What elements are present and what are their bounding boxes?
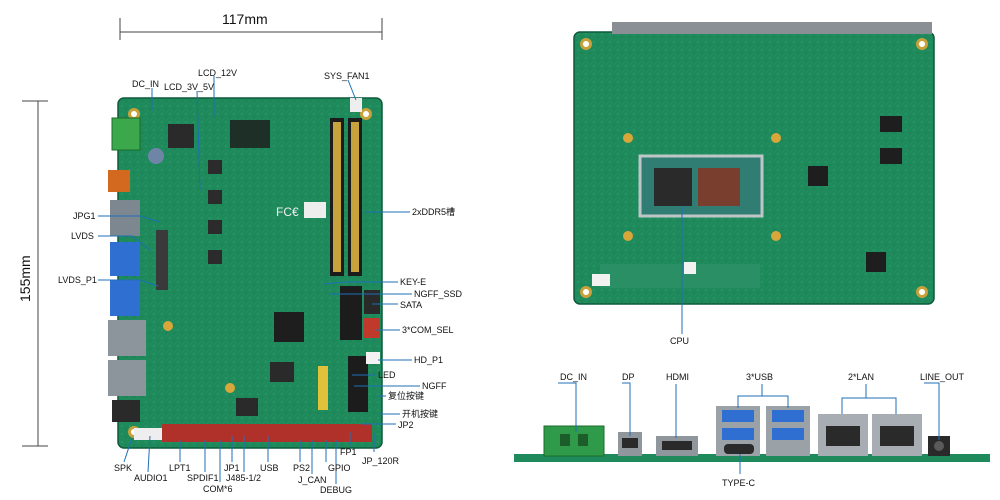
label-lvds: LVDS	[71, 231, 94, 241]
label-ps2: PS2	[293, 463, 310, 473]
label-debug: DEBUG	[320, 485, 352, 495]
label-lvds-p1: LVDS_P1	[58, 275, 97, 285]
label-usb: USB	[260, 463, 279, 473]
label-dc-in: DC_IN	[132, 79, 159, 89]
width-dimension: 117mm	[119, 11, 383, 40]
label-power-key: 开机按键	[402, 408, 438, 419]
label-com6: COM*6	[203, 484, 233, 494]
io-labels: DC_IN DP HDMI 3*USB 2*LAN LINE_OUT TYPE-…	[560, 372, 965, 488]
io-edge-view	[514, 406, 990, 462]
label-jp1: JP1	[224, 463, 240, 473]
label-io-dp: DP	[622, 372, 635, 382]
label-sata: SATA	[400, 300, 422, 310]
label-io-line-out: LINE_OUT	[920, 372, 965, 382]
label-ngff: NGFF	[422, 381, 447, 391]
label-j485: J485-1/2	[226, 473, 261, 483]
label-jp2: JP2	[398, 420, 414, 430]
height-dimension: 155mm	[17, 100, 48, 447]
front-leaders	[98, 76, 420, 484]
cpu-leader: CPU	[670, 206, 689, 346]
width-label: 117mm	[222, 11, 268, 27]
back-pcb	[573, 22, 935, 305]
label-com-sel: 3*COM_SEL	[402, 325, 454, 335]
label-jpg1: JPG1	[73, 211, 96, 221]
label-led: LED	[378, 370, 396, 380]
height-label: 155mm	[17, 255, 33, 302]
label-ddr5: 2xDDR5槽	[412, 206, 455, 217]
label-j-can: J_CAN	[298, 475, 327, 485]
fcc-logo: FC€	[276, 205, 299, 219]
label-sys-fan1: SYS_FAN1	[324, 71, 370, 81]
label-io-lan: 2*LAN	[848, 372, 874, 382]
label-spdif1: SPDIF1	[187, 473, 219, 483]
label-cpu: CPU	[670, 336, 689, 346]
label-io-hdmi: HDMI	[666, 372, 689, 382]
label-reset-key: 复位按键	[388, 390, 424, 401]
label-io-dc-in: DC_IN	[560, 372, 587, 382]
io-leaders	[558, 382, 940, 474]
label-spk: SPK	[114, 463, 132, 473]
front-labels: DC_IN LCD_12V LCD_3V_5V SYS_FAN1 JPG1 LV…	[58, 68, 463, 495]
label-key-e: KEY-E	[400, 277, 426, 287]
label-audio1: AUDIO1	[134, 473, 168, 483]
label-hd-p1: HD_P1	[414, 355, 443, 365]
label-lcd-3v-5v: LCD_3V_5V	[164, 82, 214, 92]
label-jp-120r: JP_120R	[362, 456, 400, 466]
label-io-type-c: TYPE-C	[722, 478, 756, 488]
label-fp1: FP1	[340, 447, 357, 457]
label-ngff-ssd: NGFF_SSD	[414, 289, 463, 299]
front-pcb: FC€	[108, 97, 383, 449]
label-lcd-12v: LCD_12V	[198, 68, 237, 78]
label-lpt1: LPT1	[169, 463, 191, 473]
label-io-usb: 3*USB	[746, 372, 773, 382]
label-gpio: GPIO	[328, 463, 351, 473]
